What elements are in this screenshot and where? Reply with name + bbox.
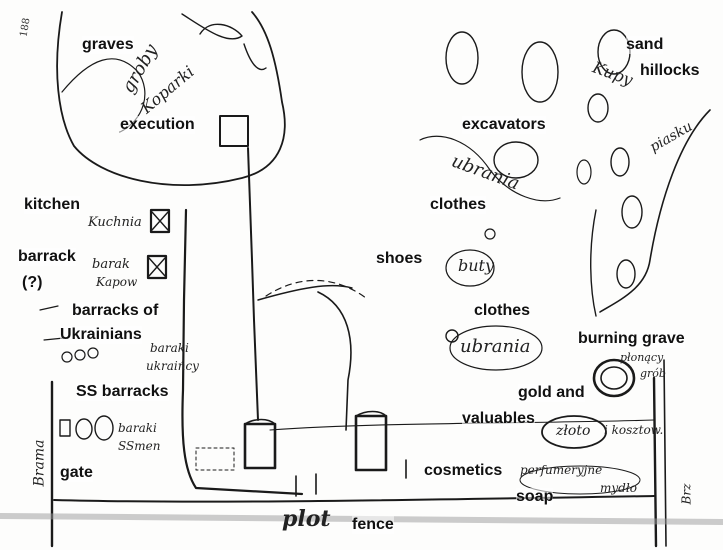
hand-i-kosztow: i kosztow. <box>604 423 664 437</box>
fence-line <box>53 495 655 503</box>
label-valuables: valuables <box>462 410 535 428</box>
tick-marks <box>295 459 407 497</box>
label-graves: graves <box>82 36 134 54</box>
hand-plonacy: płonący <box>620 351 664 364</box>
label-barrack: barrack <box>18 248 76 266</box>
kitchen-scribble <box>151 211 169 231</box>
right-fence-2 <box>663 359 667 547</box>
hand-buty: buty <box>458 256 495 275</box>
excavator-boundary <box>590 209 597 317</box>
label-gold-and: gold and <box>518 384 585 402</box>
label-shoes: shoes <box>376 250 423 268</box>
hand-barak: barak <box>92 257 130 272</box>
label-excavators: excavators <box>462 116 546 134</box>
camp-road <box>181 208 304 496</box>
label-soap: soap <box>516 488 554 506</box>
dashed-arc <box>265 279 367 299</box>
graves-scribble <box>181 13 267 71</box>
label-burning-grave: burning grave <box>578 330 685 348</box>
hand-grob: grób <box>640 367 666 380</box>
graves-area-outline <box>56 11 286 187</box>
hand-ssmen: SSmen <box>118 439 161 453</box>
label-sand: sand <box>626 36 664 54</box>
label-barrack-query: (?) <box>22 274 43 292</box>
hand-perfumeryjne: perfumeryjne <box>520 463 603 477</box>
label-clothes-upper: clothes <box>430 196 487 214</box>
label-cosmetics: cosmetics <box>424 462 503 480</box>
hand-zloto: złoto <box>556 423 591 439</box>
label-fence: fence <box>352 516 394 534</box>
arc-passage <box>317 291 352 431</box>
camp-road-inner <box>247 147 259 421</box>
inner-path-line <box>269 419 655 431</box>
label-clothes-lower: clothes <box>474 302 531 320</box>
hand-ukraincy: ukraińcy <box>146 359 199 373</box>
hand-plot: plot <box>282 506 331 532</box>
side-passage <box>257 284 353 301</box>
label-ss-barracks: SS barracks <box>76 383 169 401</box>
hand-brz: Brz <box>679 483 694 505</box>
sand-hillocks-boundary <box>599 109 711 313</box>
execution-square <box>219 115 249 147</box>
hand-kapow: Kapow <box>96 275 138 289</box>
label-gate: gate <box>60 464 93 482</box>
hand-baraki-1: baraki <box>150 341 189 355</box>
hand-baraki-2: baraki <box>118 421 157 435</box>
gate-building-left <box>243 422 277 470</box>
gate-building-right <box>354 414 388 472</box>
hand-ubrania-lower: ubrania <box>460 336 531 357</box>
barrack-scribble <box>148 257 166 277</box>
label-execution: execution <box>120 116 195 134</box>
dashed-gate-box <box>195 447 235 471</box>
hand-mydlo: mydło <box>600 481 637 495</box>
excavator-loop <box>419 135 561 202</box>
label-barracks-of: barracks of <box>72 302 159 320</box>
right-fence <box>652 376 658 548</box>
label-hillocks: hillocks <box>640 62 700 80</box>
label-kitchen: kitchen <box>24 196 81 214</box>
hand-kuchnia: Kuchnia <box>88 215 142 230</box>
label-ukrainians: Ukrainians <box>60 326 142 344</box>
grave-pit-sketch <box>61 58 146 133</box>
barrack-square <box>146 254 168 280</box>
hand-brama: Brama <box>31 439 48 487</box>
ss-barrack-1 <box>59 419 71 437</box>
kitchen-square <box>149 208 171 234</box>
